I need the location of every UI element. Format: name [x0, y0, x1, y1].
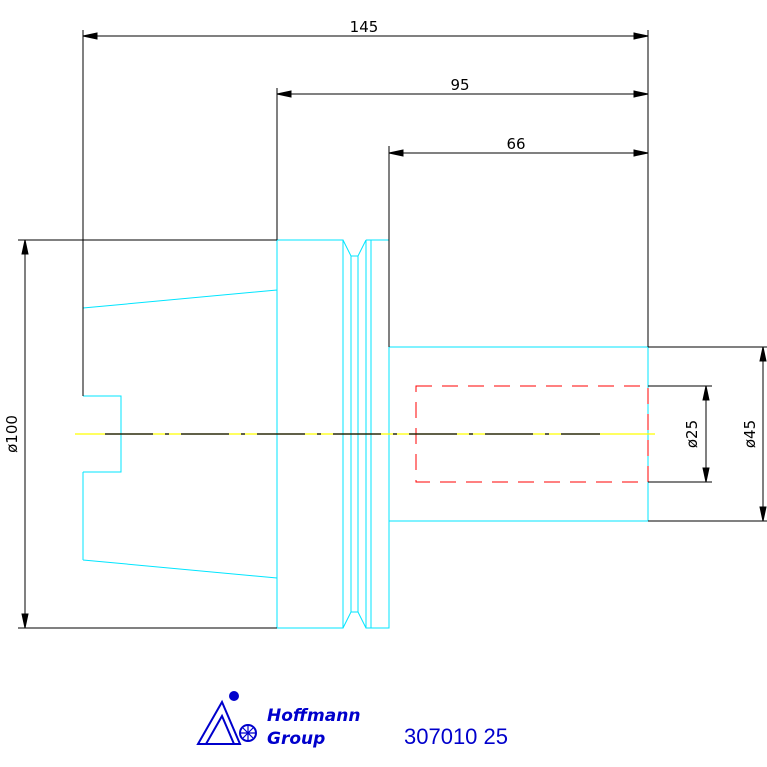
dim-66-label: 66 — [506, 135, 525, 153]
logo-emblem-icon — [196, 691, 257, 745]
dim-d45-label: ø45 — [741, 420, 759, 448]
dim-d25-label: ø25 — [683, 420, 701, 448]
v-groove — [342, 239, 367, 629]
dim-145-label: 145 — [350, 18, 379, 36]
part-number: 307010 25 — [404, 724, 508, 749]
logo-line1: Hoffmann — [267, 706, 360, 726]
dim-95-label: 95 — [450, 76, 469, 94]
hoffmann-logo: Hoffmann Group — [196, 691, 360, 749]
dimension-lines — [18, 30, 767, 629]
logo-line2: Group — [267, 729, 325, 749]
dim-d100-label: ø100 — [3, 415, 21, 453]
